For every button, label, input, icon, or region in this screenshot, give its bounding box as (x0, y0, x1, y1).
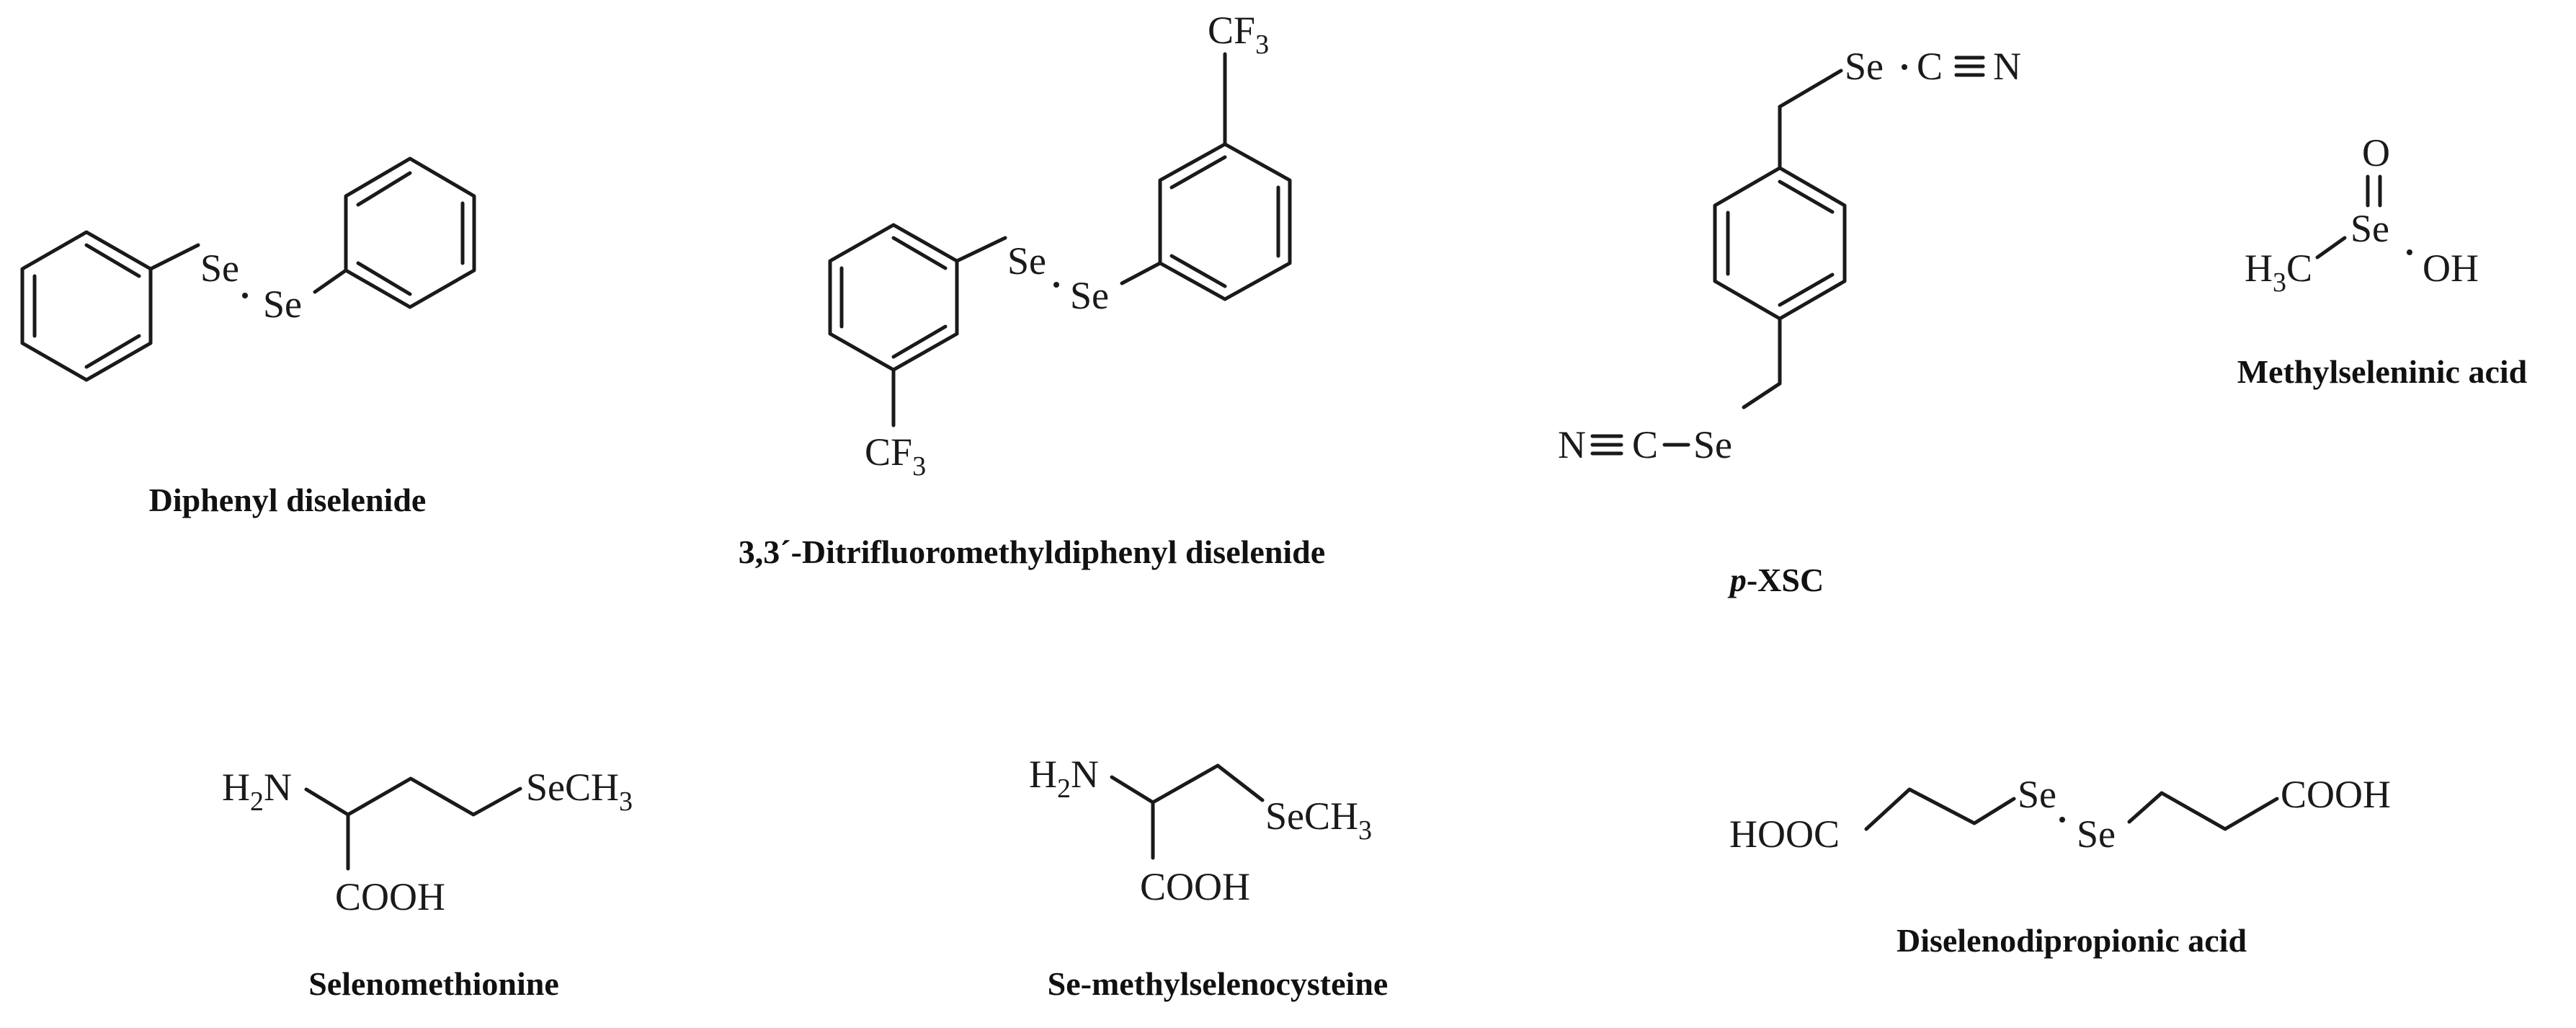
se-atom-2: Se (263, 283, 302, 326)
se-atom: Se (2350, 207, 2389, 250)
compound-name: Methylseleninic acid (2237, 353, 2528, 390)
bottom-se-atom: Se (1693, 423, 1732, 466)
bottom-n-atom: N (1558, 423, 1586, 466)
top-n-atom: N (1993, 45, 2021, 88)
se-atom-1: Se (200, 247, 239, 290)
left-benzene-ring (828, 223, 959, 372)
se-se-bond-dot (1053, 282, 1059, 288)
compound-name: 3,3´-Ditrifluoromethyldiphenyl diselenid… (739, 533, 1325, 570)
cooh-group: COOH (1140, 865, 1250, 908)
se-se-bond-dot (2059, 817, 2065, 823)
left-benzene-ring (20, 230, 153, 382)
compound-name: Se-methylselenocysteine (1048, 965, 1389, 1002)
cooh-group: COOH (2281, 773, 2391, 816)
right-benzene-ring (1158, 142, 1292, 301)
benzene-ring (1713, 166, 1847, 321)
h2n-group: H2N (222, 766, 292, 817)
o-atom: O (2362, 131, 2390, 174)
compound-methylseleninic-acid: O Se H3C OH Methylseleninic acid (2237, 131, 2528, 390)
right-benzene-ring (344, 156, 476, 309)
compound-name: Diphenyl diselenide (149, 482, 427, 518)
cf3-bottom: CF3 (865, 430, 926, 482)
se-atom-2: Se (1070, 274, 1109, 317)
sech3-group: SeCH3 (526, 766, 633, 817)
compound-se-methylselenocysteine: H2N SeCH3 COOH Se-methylselenocysteine (1029, 753, 1388, 1002)
compound-ditrifluoromethyldiphenyl-diselenide: CF3 Se Se CF3 3,3´-Ditrifluoromethyldiph… (739, 9, 1325, 570)
se-atom-2: Se (2077, 812, 2116, 856)
se-atom-1: Se (2018, 773, 2056, 816)
compound-diselenodipropionic-acid: HOOC Se Se COOH Diselenodipropionic acid (1729, 773, 2391, 959)
se-c-bond-dot (1902, 64, 1907, 70)
compound-diphenyl-diselenide: Se Se Diphenyl diselenide (20, 156, 476, 518)
h2n-group: H2N (1029, 753, 1099, 804)
cooh-group: COOH (335, 875, 445, 918)
oh-group: OH (2423, 247, 2479, 290)
compound-p-xsc: Se C N Se C N p-XSC (1558, 45, 2021, 598)
hooc-group: HOOC (1729, 812, 1840, 856)
compound-name: Selenomethionine (308, 965, 559, 1002)
compound-selenomethionine: H2N SeCH3 COOH Selenomethionine (222, 766, 633, 1002)
cf3-top: CF3 (1208, 9, 1269, 60)
compound-name: Diselenodipropionic acid (1897, 922, 2247, 959)
se-oh-bond-dot (2407, 249, 2412, 255)
h3c-group: H3C (2245, 247, 2312, 298)
top-c-atom: C (1917, 45, 1943, 88)
se-se-bond-dot (242, 293, 248, 298)
compound-name: p-XSC (1727, 562, 1824, 598)
se-atom-1: Se (1007, 239, 1046, 283)
top-se-atom: Se (1845, 45, 1884, 88)
sech3-group: SeCH3 (1265, 794, 1372, 846)
bottom-c-atom: C (1632, 423, 1658, 466)
